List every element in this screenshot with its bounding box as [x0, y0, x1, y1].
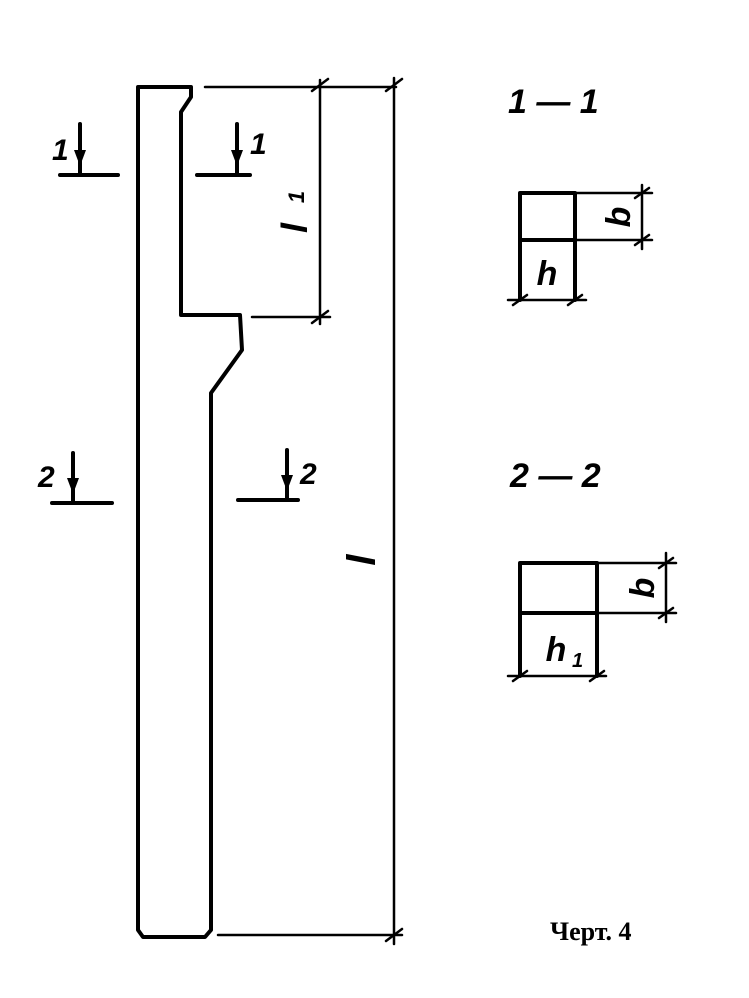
section-1-left-label: 1 [52, 134, 69, 167]
section-2-2-title: 2 — 2 [509, 457, 601, 495]
section-mark-2-right: 2 [236, 448, 317, 502]
dimension-l: l [216, 76, 404, 946]
section-1-1-title: 1 — 1 [508, 83, 599, 121]
section-mark-1-left: 1 [52, 122, 120, 177]
section-1-1-h-label: h [537, 255, 558, 293]
dim-l1-label: l [274, 222, 315, 233]
dimension-l1: l 1 [203, 77, 398, 326]
section-2-2-h-label: h [546, 631, 567, 669]
section-1-right-label: 1 [250, 128, 267, 161]
section-mark-1-right: 1 [195, 122, 267, 177]
section-1-1-b-label: b [600, 207, 638, 228]
dim-l-label: l [340, 554, 384, 566]
beam-outline [136, 85, 244, 939]
section-2-2-b-label: b [624, 578, 662, 599]
section-2-right-label: 2 [299, 458, 317, 491]
section-mark-2-left: 2 [37, 451, 114, 505]
section-2-left-label: 2 [37, 461, 55, 494]
section-2-2-h-subscript: 1 [572, 650, 583, 672]
dim-l1-subscript: 1 [284, 191, 309, 203]
section-2-2: 2 — 2 h 1 b [506, 457, 678, 683]
figure-caption: Черт. 4 [550, 917, 632, 946]
section-1-1: 1 — 1 h b [506, 83, 654, 307]
